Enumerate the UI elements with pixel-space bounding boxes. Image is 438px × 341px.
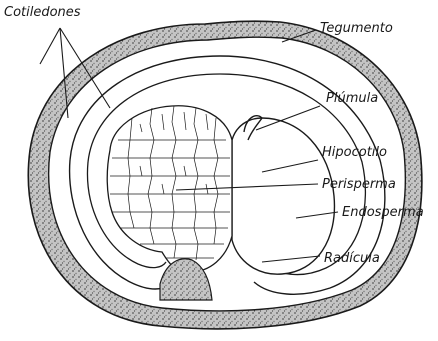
- label-cotiledones: Cotiledones: [4, 5, 81, 20]
- label-radicula: Radícula: [324, 251, 380, 266]
- label-perisperma: Perisperma: [322, 177, 396, 192]
- label-plumula: Plúmula: [326, 91, 378, 106]
- label-hipocotilo: Hipocotilo: [322, 145, 387, 160]
- label-endosperma: Endosperma: [342, 205, 424, 220]
- label-tegumento: Tegumento: [320, 21, 393, 36]
- leader-cotiledones-3: [40, 28, 60, 64]
